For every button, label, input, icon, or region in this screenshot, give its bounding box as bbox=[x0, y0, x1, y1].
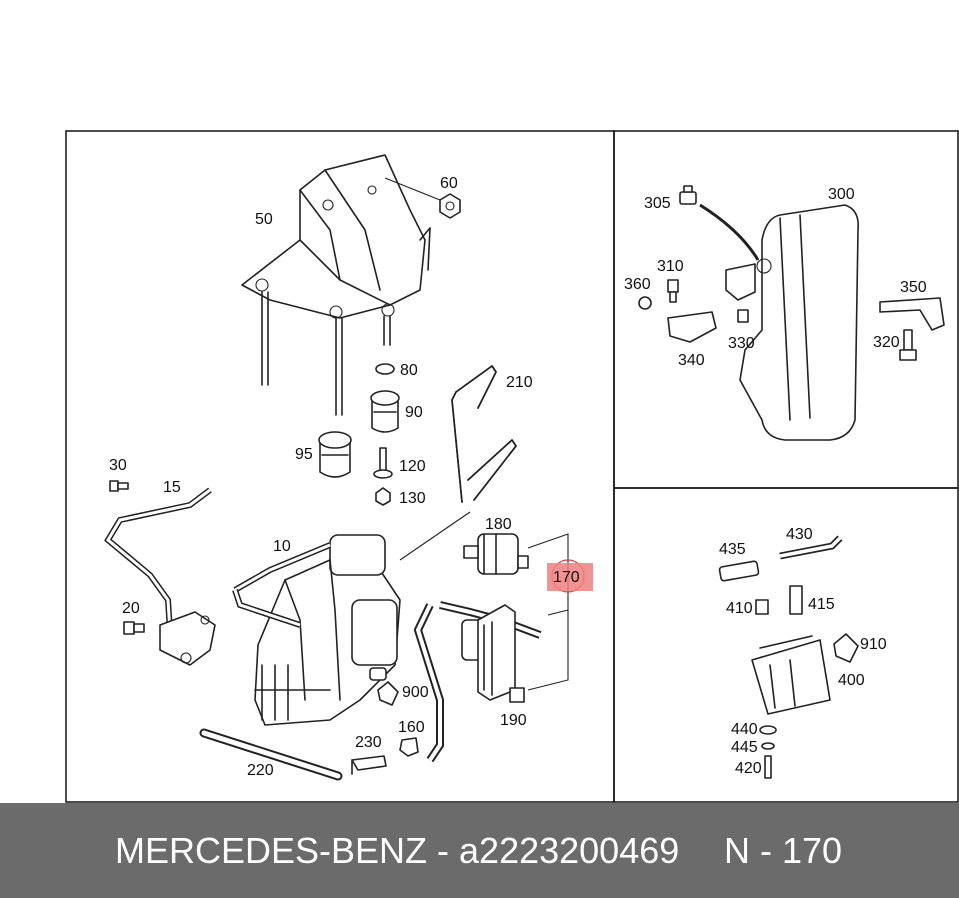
fitting-part-20 bbox=[123, 621, 145, 635]
clip-part-160 bbox=[399, 737, 419, 757]
callout-210: 210 bbox=[506, 374, 533, 391]
callout-50: 50 bbox=[255, 211, 273, 228]
bolt-part-420 bbox=[764, 755, 772, 779]
mount-part-90 bbox=[370, 390, 400, 433]
callout-435: 435 bbox=[719, 541, 746, 558]
nut-part-130 bbox=[375, 487, 391, 506]
callout-320: 320 bbox=[873, 334, 900, 351]
footer-brand-part-number: MERCEDES-BENZ - a2223200469 bbox=[115, 830, 680, 871]
callout-30: 30 bbox=[109, 457, 127, 474]
reservoir-part-300 bbox=[739, 204, 860, 441]
bolt-part-120 bbox=[373, 447, 393, 479]
nut-part-410 bbox=[755, 599, 769, 615]
callout-305: 305 bbox=[644, 195, 671, 212]
screw-part-310 bbox=[667, 279, 679, 303]
line-part-15 bbox=[104, 487, 212, 633]
callout-415: 415 bbox=[808, 596, 835, 613]
connector-block bbox=[159, 611, 216, 666]
footer-bar: MERCEDES-BENZ - a2223200469 N - 170 bbox=[0, 803, 959, 898]
callout-170: 170 bbox=[553, 569, 580, 586]
callout-910: 910 bbox=[860, 636, 887, 653]
compressor-part-10 bbox=[232, 534, 401, 726]
callout-80: 80 bbox=[400, 362, 418, 379]
pipe-part-210 bbox=[451, 365, 517, 503]
callout-180: 180 bbox=[485, 516, 512, 533]
arrow-305 bbox=[699, 203, 760, 261]
callout-340: 340 bbox=[678, 352, 705, 369]
callout-420: 420 bbox=[735, 760, 762, 777]
callout-440: 440 bbox=[731, 721, 758, 738]
callout-130: 130 bbox=[399, 490, 426, 507]
dryer-part-190 bbox=[461, 604, 525, 703]
callout-230: 230 bbox=[355, 734, 382, 751]
bracket-lines-170 bbox=[527, 533, 569, 691]
callout-160: 160 bbox=[398, 719, 425, 736]
washer-part-445 bbox=[761, 742, 775, 750]
callout-15: 15 bbox=[163, 479, 181, 496]
callout-900: 900 bbox=[402, 684, 429, 701]
connector-part-435 bbox=[718, 560, 760, 582]
valve-part-415 bbox=[789, 585, 803, 615]
bottom-right-panel-frame bbox=[613, 487, 959, 803]
label-part-900 bbox=[369, 667, 399, 706]
callout-220: 220 bbox=[247, 762, 274, 779]
screw-part-30 bbox=[109, 480, 129, 492]
bracket-part-340 bbox=[667, 311, 717, 343]
callout-95: 95 bbox=[295, 446, 313, 463]
callout-430: 430 bbox=[786, 526, 813, 543]
callout-330: 330 bbox=[728, 335, 755, 352]
washer-part-80 bbox=[375, 363, 395, 375]
callout-170-highlight bbox=[547, 563, 593, 591]
bracket-part-330 bbox=[725, 263, 756, 323]
footer-reference: N - 170 bbox=[724, 830, 843, 871]
callout-400: 400 bbox=[838, 672, 865, 689]
washer-part-360 bbox=[638, 296, 652, 310]
bracket-part-230 bbox=[351, 755, 387, 775]
filter-part-180 bbox=[463, 533, 529, 575]
bracket-part-350 bbox=[879, 297, 945, 331]
bolt-part-320 bbox=[899, 329, 917, 361]
callout-10: 10 bbox=[273, 538, 291, 555]
callout-120: 120 bbox=[399, 458, 426, 475]
washer-part-440 bbox=[759, 725, 777, 735]
bracket-part-50 bbox=[241, 154, 431, 416]
callout-310: 310 bbox=[657, 258, 684, 275]
plug-part-305 bbox=[679, 185, 697, 205]
tube-part-430 bbox=[779, 535, 843, 560]
label-part-910 bbox=[833, 633, 859, 663]
callout-445: 445 bbox=[731, 739, 758, 756]
callout-20: 20 bbox=[122, 600, 140, 617]
mount-part-95 bbox=[318, 431, 352, 478]
callout-60: 60 bbox=[440, 175, 458, 192]
callout-190: 190 bbox=[500, 712, 527, 729]
callout-90: 90 bbox=[405, 404, 423, 421]
callout-350: 350 bbox=[900, 279, 927, 296]
callout-300: 300 bbox=[828, 186, 855, 203]
valve-block-part-400 bbox=[751, 635, 831, 715]
callout-360: 360 bbox=[624, 276, 651, 293]
nut-part-60 bbox=[439, 193, 461, 219]
callout-410: 410 bbox=[726, 600, 753, 617]
rod-part-220 bbox=[199, 728, 343, 781]
